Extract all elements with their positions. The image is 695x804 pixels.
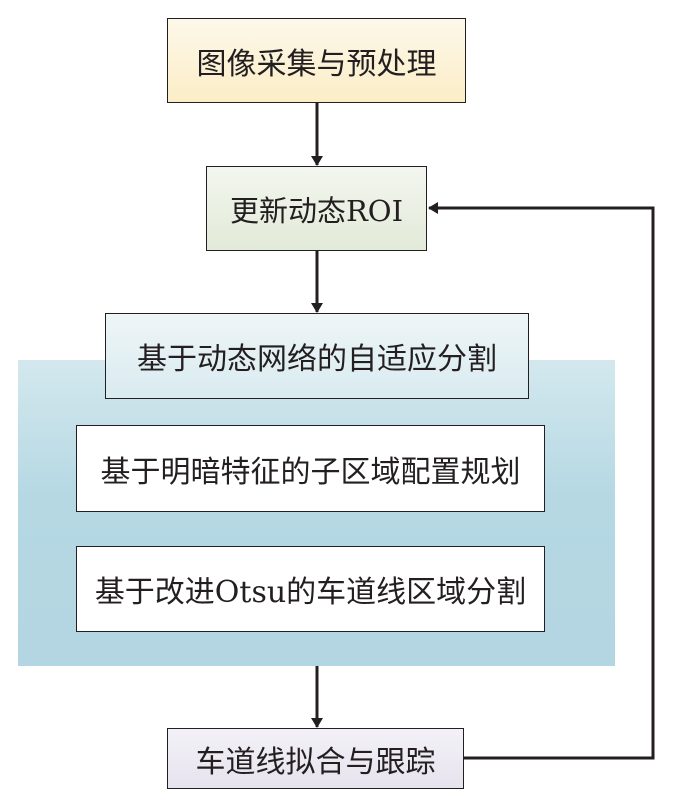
node-label: 更新动态ROI	[229, 193, 404, 228]
node-update-roi: 更新动态ROI	[206, 166, 427, 251]
node-label: 基于动态网络的自适应分割	[137, 342, 497, 377]
node-label: 基于明暗特征的子区域配置规划	[100, 454, 521, 490]
node-label: 车道线拟合与跟踪	[195, 744, 436, 780]
node-subregion-planning: 基于明暗特征的子区域配置规划	[76, 425, 545, 512]
node-label: 图像采集与预处理	[196, 46, 437, 82]
node-lane-fitting-tracking: 车道线拟合与跟踪	[167, 728, 464, 789]
node-adaptive-segmentation: 基于动态网络的自适应分割	[105, 313, 529, 399]
arrow-feedback-fit-to-roi	[428, 202, 655, 760]
node-image-acquisition: 图像采集与预处理	[167, 18, 466, 103]
node-otsu-segmentation: 基于改进Otsu的车道线区域分割	[76, 546, 545, 632]
node-label: 基于改进Otsu的车道线区域分割	[94, 575, 527, 610]
